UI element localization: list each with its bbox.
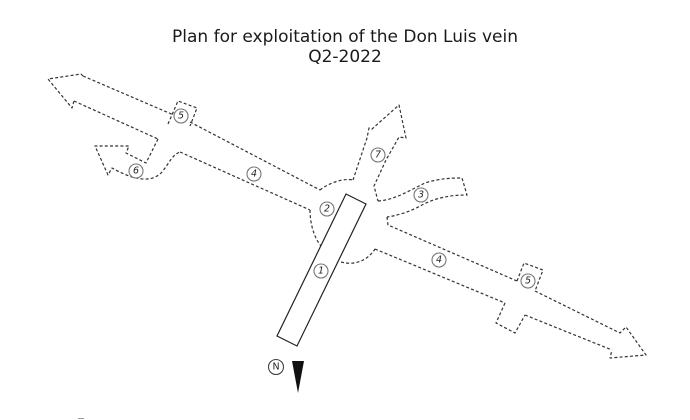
svg-text:5: 5 [178, 111, 184, 122]
label-5-west: 5 [173, 108, 189, 124]
label-4-east: 4 [431, 252, 447, 268]
scan-artifact [78, 418, 84, 419]
west-drift [47, 73, 321, 211]
east-branch-3 [377, 177, 468, 218]
svg-text:4: 4 [436, 255, 442, 266]
svg-text:1: 1 [318, 266, 324, 277]
svg-text:N: N [272, 362, 279, 373]
west-hook-6 [94, 138, 181, 180]
north-arrow-icon [292, 361, 304, 393]
svg-text:7: 7 [375, 150, 381, 161]
svg-text:6: 6 [133, 166, 139, 177]
svg-text:3: 3 [418, 190, 424, 201]
central-chamber-2 [309, 178, 376, 264]
label-3: 3 [413, 187, 429, 203]
label-2: 2 [319, 201, 335, 217]
label-5-east: 5 [520, 273, 536, 289]
west-niche-5 [167, 100, 198, 127]
title-line-1: Plan for exploitation of the Don Luis ve… [172, 27, 518, 47]
label-1: 1 [313, 263, 329, 279]
svg-text:5: 5 [525, 276, 531, 287]
north-indicator: N [267, 358, 304, 393]
title-line-2: Q2-2022 [308, 47, 382, 67]
label-6: 6 [128, 163, 144, 179]
diagram-title: Plan for exploitation of the Don Luis ve… [0, 27, 690, 67]
label-7: 7 [370, 147, 386, 163]
north-branch-7 [352, 104, 407, 202]
svg-text:2: 2 [324, 204, 330, 215]
svg-text:4: 4 [251, 169, 257, 180]
label-4-west: 4 [246, 166, 262, 182]
east-drift [374, 216, 647, 359]
